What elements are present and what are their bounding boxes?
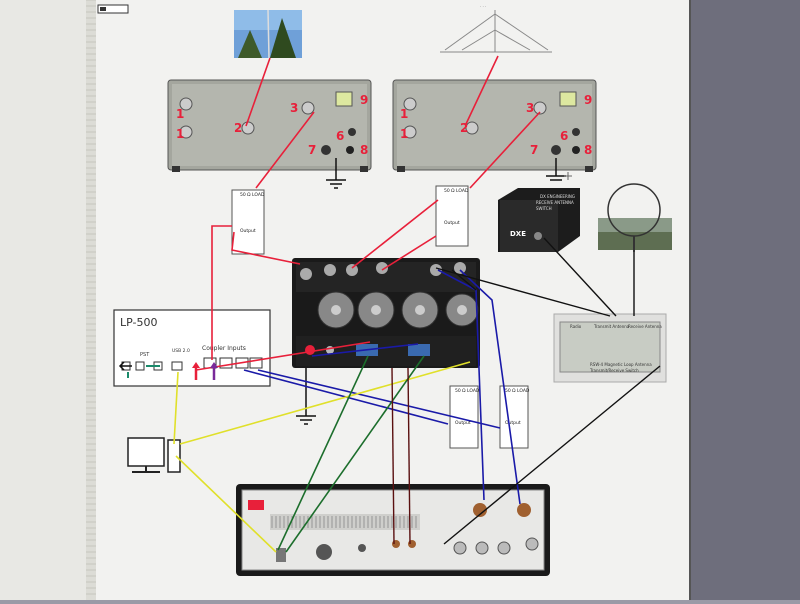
rsw-title2: Transmit/Receive Switch [589,368,639,373]
lp500-title: LP-500 [120,316,158,329]
tuner-right: 1 1 2 3 9 7 6 8 [392,79,597,172]
port-label: 3 [526,101,534,115]
ptt-cables [391,367,411,545]
aux-cables [277,355,425,553]
port-label: 2 [460,121,468,135]
port-label: 1 [176,127,184,141]
port-label: 9 [584,93,592,107]
port-label: 7 [530,143,538,157]
rsw-port-radio: Radio [570,324,582,329]
rf-cables [195,55,541,371]
dummy-load-2: 50 Ω LOAD Output [435,185,469,247]
usb-cables [173,361,471,553]
load-label: 50 Ω LOAD [505,388,530,394]
dummy-load-1: 50 Ω LOAD Output [231,189,265,255]
lp500-arrows [192,362,218,380]
lp500-usb-label: USB 2.0 [172,348,190,354]
port-label: 6 [560,129,568,143]
port-label: 2 [234,121,242,135]
lp500-unit: LP-500 PST USB 2.0 Coupler Inputs [113,309,271,387]
loop-antenna-photo-icon [598,183,672,252]
receive-switch-unit: Radio Transmit Antenna Receive Antenna R… [553,313,667,383]
receive-antenna-switch-box: DX ENGINEERING RECEIVE ANTENNA SWITCH DX… [498,188,580,252]
toolbar-icon[interactable] [97,4,129,14]
load-sublabel: Output [505,420,521,426]
port-label: 9 [360,93,368,107]
load-sublabel: Output [240,228,256,234]
ground-symbol-icon [296,158,566,425]
amplifier-unit [292,258,480,368]
port-label: 8 [360,143,368,157]
port-label: 3 [290,101,298,115]
port-label: 7 [308,143,316,157]
antenna-tower-icon: · · · [440,4,552,53]
rsw-port-receive: Receive Antenna [628,324,662,329]
port-label: 1 [400,127,408,141]
rsw-title1: RSW-4 Magnetic Loop Antenna [590,362,652,367]
port-label: 6 [336,129,344,143]
load-label: 50 Ω LOAD [455,388,480,394]
switch-box-line2: RECEIVE ANTENNA [536,200,574,205]
port-label: 8 [584,143,592,157]
switch-box-line1: DX ENGINEERING [540,194,575,199]
switch-box-line3: SWITCH [536,206,552,211]
port-label: 1 [176,107,184,121]
lp500-coupler-label: Coupler Inputs [202,345,246,352]
mouse-cursor-icon [564,172,572,180]
load-sublabel: Output [455,420,471,426]
tree-photo-icon [234,9,302,59]
load-label: 50 Ω LOAD [240,192,265,198]
row-ruler [86,0,96,600]
black-cables [435,237,661,545]
port-label: 1 [400,107,408,121]
transceiver-unit [236,484,550,576]
lp500-pst-label: PST [140,352,150,358]
tuner-left: 1 1 2 3 9 7 6 8 [167,79,372,172]
load-label: 50 Ω LOAD [444,188,469,194]
computer-icon [127,437,181,473]
switch-box-logo: DXE [510,230,526,238]
svg-text:· · ·: · · · [480,4,486,9]
rsw-port-transmit: Transmit Antenna [593,324,630,329]
load-sublabel: Output [444,220,460,226]
